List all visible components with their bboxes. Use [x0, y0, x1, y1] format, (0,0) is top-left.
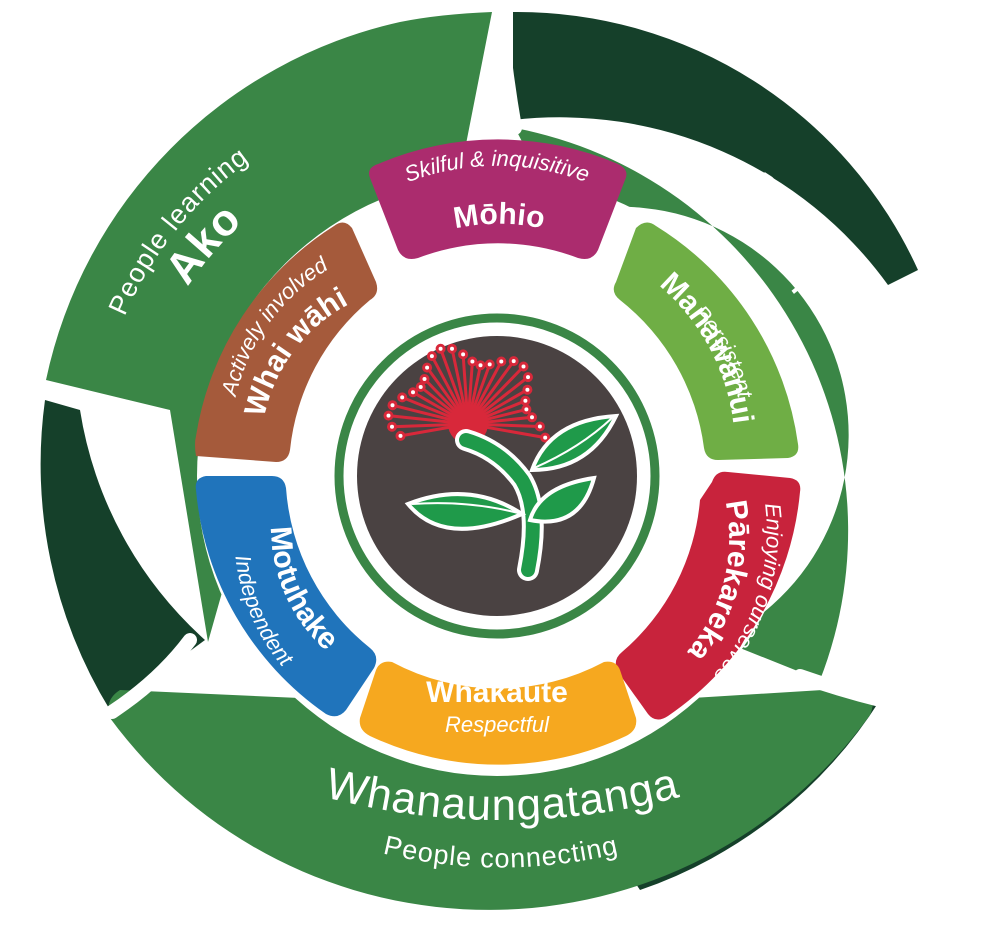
stamen-tip	[520, 395, 531, 406]
stamen-tip	[518, 361, 529, 372]
segment-whakaute	[359, 661, 637, 765]
stamen-tip	[496, 356, 507, 367]
stamen-tip	[540, 432, 551, 443]
stamen-tip	[467, 356, 478, 367]
stamen-tip	[508, 356, 519, 367]
stamen-tip	[426, 351, 437, 362]
segment-whanaungatanga	[108, 688, 873, 910]
mohio-title: Mōhio	[451, 198, 547, 236]
stamen-tip	[408, 387, 418, 398]
stamen-tip	[387, 400, 398, 411]
segment-whai-wahi	[195, 222, 378, 462]
segment-parekareka	[615, 471, 801, 720]
stamen-tip	[522, 384, 533, 395]
whakaute-title: Whakaute	[426, 676, 568, 709]
stamen-tip	[383, 410, 394, 421]
stamen-tip	[395, 430, 406, 441]
segment-motuhake	[195, 476, 377, 717]
stamen-tip	[397, 392, 408, 403]
stamen-tip	[447, 343, 457, 354]
stamen-tip	[521, 404, 532, 415]
stamen-tip	[435, 343, 446, 354]
stamen-tip	[419, 374, 430, 384]
leaf-right	[529, 413, 620, 473]
segment-whakapuawai	[515, 128, 849, 680]
inner-ring	[195, 139, 801, 765]
segment-manawanui	[613, 222, 799, 460]
stamen-tip	[387, 421, 397, 432]
stamen-tip	[527, 412, 537, 423]
center-emblem	[334, 313, 660, 639]
stamen-tip	[458, 349, 469, 360]
pohutukawa-flower-icon	[383, 343, 620, 581]
stamen-tip	[484, 359, 495, 370]
stamen-tip	[534, 421, 545, 432]
stamen-tip	[523, 372, 533, 383]
whakaute-subtitle: Respectful	[445, 712, 550, 737]
stamen-tip	[415, 382, 426, 392]
dark-band-left	[40, 400, 205, 710]
ring-gaps	[105, 7, 887, 719]
leaf-bottom	[527, 475, 597, 524]
segment-mohio	[369, 139, 627, 259]
stamen-tip	[422, 362, 433, 373]
stamen-tip	[475, 360, 486, 371]
dark-band-top-right	[513, 11, 918, 285]
